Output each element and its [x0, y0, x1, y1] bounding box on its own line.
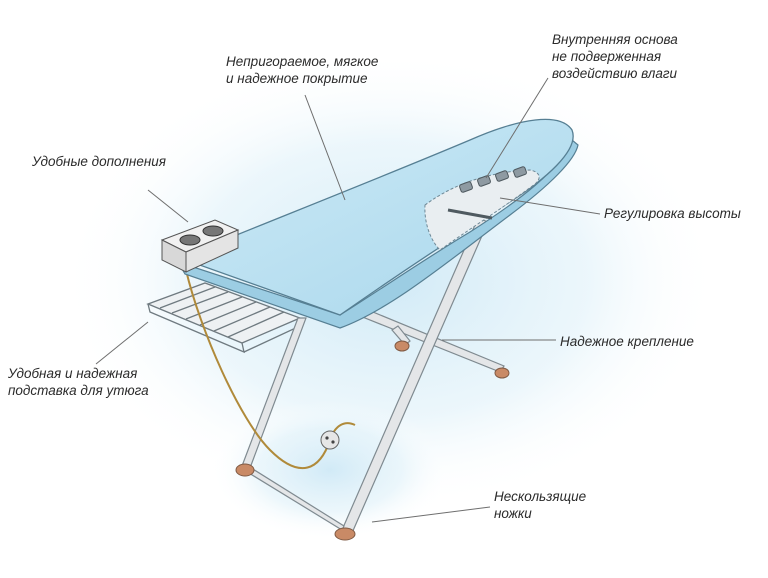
label-height-adjust: Регулировка высоты — [604, 206, 741, 221]
inner-base-cutaway — [424, 169, 540, 251]
front-foot-left — [235, 463, 255, 477]
label-nonstick-coating: Непригораемое, мягкое и надежное покрыти… — [226, 54, 379, 86]
socket-block — [160, 219, 240, 273]
leader-feet — [371, 506, 491, 523]
back-foot-left — [394, 340, 410, 352]
back-foot-right — [494, 367, 510, 379]
plug — [320, 430, 340, 450]
front-foot-right — [334, 527, 356, 541]
leader-height — [499, 197, 601, 215]
height-adjust-rod — [447, 208, 493, 220]
board-top — [178, 118, 574, 316]
label-iron-stand: Удобная и надежная подставка для утюга — [8, 366, 149, 398]
leader-extras — [147, 189, 189, 223]
label-extras: Удобные дополнения — [32, 154, 166, 169]
leader-nonstick — [304, 94, 346, 201]
label-inner-base: Внутренняя основа не подверженная воздей… — [552, 32, 678, 81]
leader-stand — [95, 321, 149, 365]
leader-lines — [95, 77, 601, 523]
height-adjust-slots — [459, 166, 527, 193]
label-feet: Нескользящие ножки — [494, 489, 587, 521]
leader-inner-base — [485, 77, 549, 179]
power-cord — [185, 269, 356, 470]
label-mount: Надежное крепление — [560, 334, 694, 349]
board-edge — [176, 139, 579, 329]
front-legs — [241, 217, 489, 534]
